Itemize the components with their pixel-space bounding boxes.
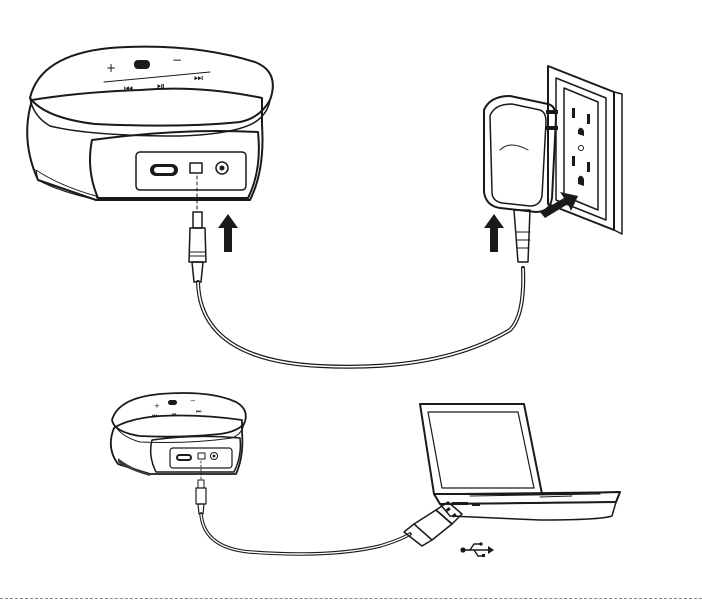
small-previous-track-icon[interactable]: ⏮ xyxy=(152,413,158,420)
small-speaker xyxy=(111,393,246,476)
insert-arrow-speaker xyxy=(218,214,238,252)
page-bottom-rule xyxy=(0,598,702,599)
usb-icon xyxy=(460,542,494,557)
volume-up-icon[interactable]: + xyxy=(106,61,116,75)
small-play-pause-icon[interactable]: ⏯ xyxy=(172,411,177,418)
next-track-icon[interactable]: ⏭ xyxy=(194,73,203,84)
small-volume-up-icon[interactable]: + xyxy=(154,402,160,410)
volume-down-icon[interactable]: − xyxy=(172,53,182,67)
speaker-port-panel xyxy=(136,152,246,190)
bluetooth-button[interactable] xyxy=(134,60,150,69)
insert-arrow-adapter xyxy=(484,214,504,252)
previous-track-icon[interactable]: ⏮ xyxy=(124,84,133,95)
micro-usb-plug xyxy=(189,212,206,282)
small-next-track-icon[interactable]: ⏭ xyxy=(196,408,202,415)
laptop xyxy=(420,404,620,520)
power-adapter xyxy=(484,96,558,212)
small-bluetooth-button[interactable] xyxy=(168,400,177,405)
large-speaker xyxy=(27,47,273,200)
small-micro-usb-plug xyxy=(196,480,206,514)
usb-a-plug xyxy=(404,502,462,546)
adapter-cable-relief xyxy=(514,210,530,262)
play-pause-icon[interactable]: ⏯ xyxy=(157,81,165,92)
small-volume-down-icon[interactable]: − xyxy=(190,397,196,405)
